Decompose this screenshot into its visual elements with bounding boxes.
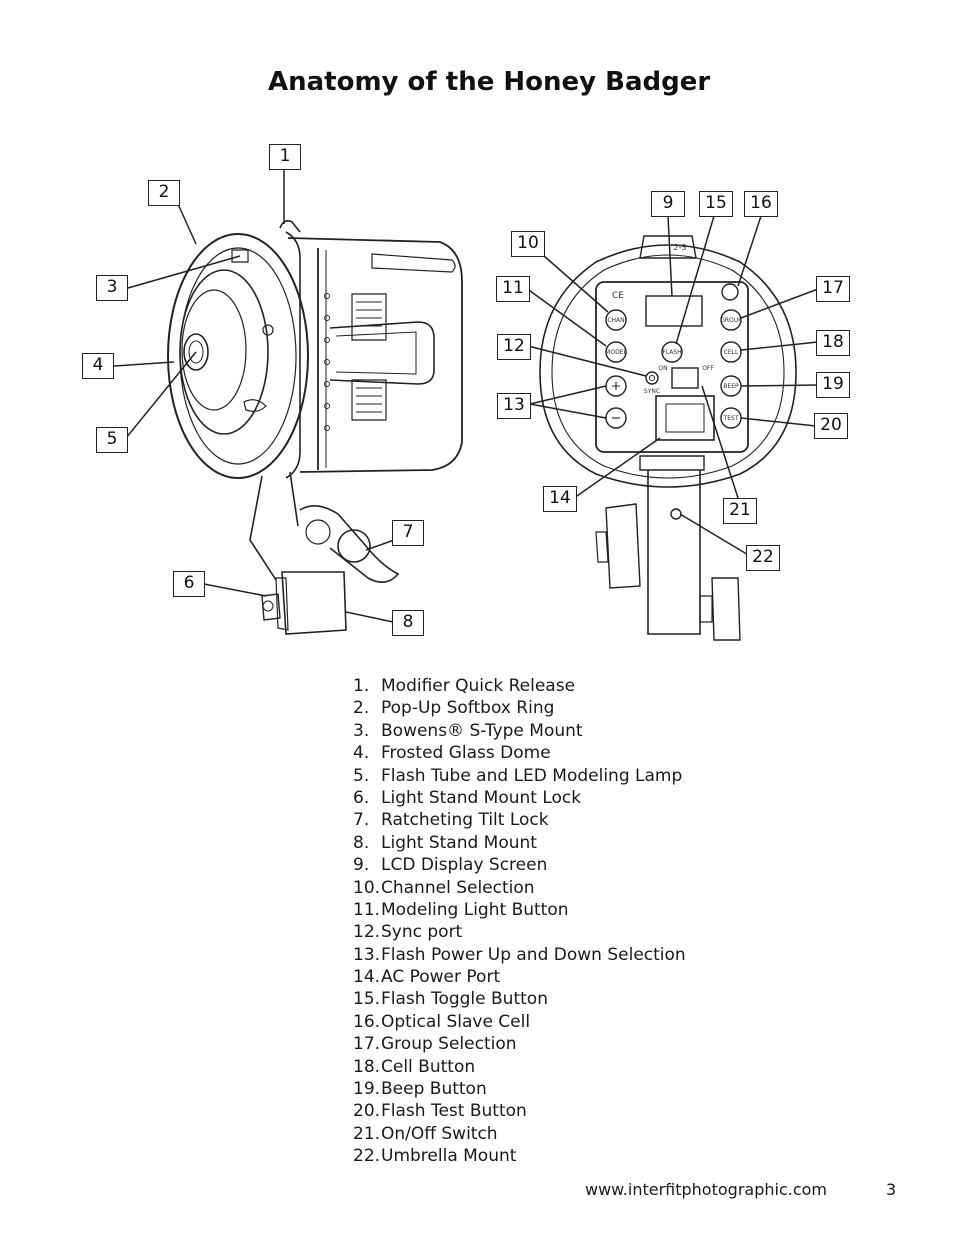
callout-22: 22 (746, 545, 780, 571)
legend-item: 17.Group Selection (353, 1034, 517, 1055)
legend-item: 16.Optical Slave Cell (353, 1011, 531, 1032)
ce-mark: CE (612, 291, 624, 301)
legend-item: 10.Channel Selection (353, 877, 535, 898)
side-view-drawing (167, 220, 463, 635)
legend-item: 1.Modifier Quick Release (353, 676, 576, 696)
legend-item: 2.Pop-Up Softbox Ring (353, 698, 555, 719)
product-illustration: CE CHAN MODEL FLASH GROUP CELL BEEP TEST… (113, 169, 819, 641)
callout-15: 15 (699, 191, 733, 217)
callout-5: 5 (96, 427, 128, 453)
legend-item: 5.Flash Tube and LED Modeling Lamp (353, 765, 683, 786)
on-label: ON (658, 365, 667, 372)
group-button-label: GROUP (720, 317, 742, 324)
parts-legend: 1.Modifier Quick Release 2.Pop-Up Softbo… (353, 675, 686, 1168)
callout-7: 7 (392, 520, 424, 546)
page-number: 3 (886, 1180, 897, 1199)
callout-19: 19 (816, 372, 850, 398)
legend-item: 19.Beep Button (353, 1079, 487, 1100)
callout-3: 3 (96, 275, 128, 301)
callout-2: 2 (148, 180, 180, 206)
callout-17: 17 (816, 276, 850, 302)
callout-13: 13 (497, 393, 531, 419)
legend-item: 22.Umbrella Mount (353, 1146, 517, 1167)
callout-10: 10 (511, 231, 545, 257)
test-button-label: TEST (723, 415, 739, 422)
callout-11: 11 (496, 276, 530, 302)
sync-port-label: SYNC (644, 388, 660, 395)
legend-item: 9.LCD Display Screen (353, 855, 548, 876)
legend-item: 3.Bowens® S-Type Mount (353, 720, 583, 741)
legend-item: 7.Ratcheting Tilt Lock (353, 810, 549, 831)
mount-scale-label: 2-3 (673, 243, 686, 252)
cell-button-label: CELL (724, 349, 739, 356)
legend-item: 13.Flash Power Up and Down Selection (353, 944, 686, 965)
legend-item: 14.AC Power Port (353, 967, 501, 988)
footer-website: www.interfitphotographic.com (585, 1180, 827, 1199)
callout-8: 8 (392, 610, 424, 636)
off-label: OFF (702, 365, 714, 372)
callout-12: 12 (497, 334, 531, 360)
legend-item: 18.Cell Button (353, 1056, 476, 1077)
callout-14: 14 (543, 486, 577, 512)
callout-1: 1 (269, 144, 301, 170)
model-button-label: MODEL (605, 349, 627, 356)
chan-button-label: CHAN (607, 317, 624, 324)
legend-item: 15.Flash Toggle Button (353, 989, 548, 1010)
legend-item: 11.Modeling Light Button (353, 899, 569, 920)
legend-item: 20.Flash Test Button (353, 1101, 527, 1122)
flash-button-label: FLASH (662, 349, 681, 356)
back-view-drawing (539, 235, 797, 641)
callout-20: 20 (814, 413, 848, 439)
callout-21: 21 (723, 498, 757, 524)
page-title: Anatomy of the Honey Badger (268, 67, 711, 97)
legend-item: 6.Light Stand Mount Lock (353, 787, 582, 808)
callout-16: 16 (744, 191, 778, 217)
legend-item: 8.Light Stand Mount (353, 832, 537, 853)
leader-lines (113, 169, 819, 623)
legend-item: 4.Frosted Glass Dome (353, 743, 551, 764)
beep-button-label: BEEP (723, 383, 739, 390)
callout-18: 18 (816, 330, 850, 356)
callout-6: 6 (173, 571, 205, 597)
legend-item: 12.Sync port (353, 922, 463, 943)
callout-9: 9 (651, 191, 685, 217)
callout-4: 4 (82, 353, 114, 379)
legend-item: 21.On/Off Switch (353, 1123, 498, 1144)
